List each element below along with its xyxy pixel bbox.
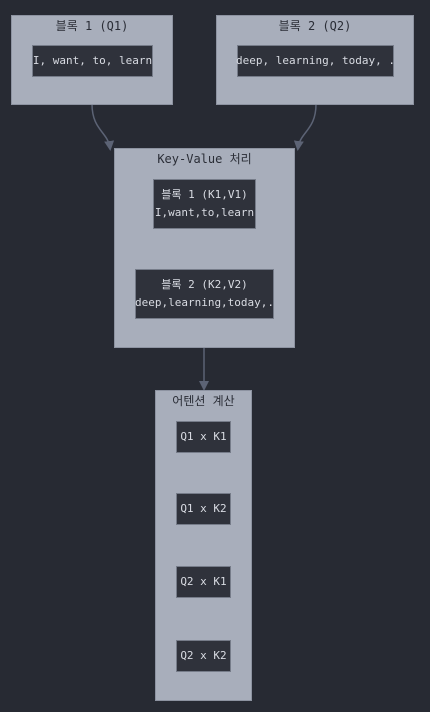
node-q1-k2: Q1 x K2: [176, 493, 231, 525]
cluster-block1-title: 블록 1 (Q1): [55, 19, 129, 33]
cluster-key-value: Key-Value 처리 블록 1 (K1,V1) I,want,to,lear…: [114, 148, 295, 348]
node-block1-text: I, want, to, learn: [32, 54, 153, 67]
node-block1-tokens: I, want, to, learn: [32, 45, 153, 77]
node-block2-tokens: deep, learning, today, .: [236, 45, 395, 77]
node-q1-k2-text: Q1 x K2: [180, 502, 227, 515]
cluster-attention: 어텐션 계산 Q1 x K1 Q1 x K2 Q2 x K1 Q2 x K2: [155, 390, 252, 701]
cluster-block1-q1: 블록 1 (Q1) I, want, to, learn: [11, 15, 173, 105]
node-kv-block1-line1: 블록 1 (K1,V1): [161, 188, 248, 201]
node-kv-block1-line2: I,want,to,learn: [154, 206, 255, 219]
node-kv-block2: 블록 2 (K2,V2) deep,learning,today,.: [135, 269, 274, 319]
node-q2-k2-text: Q2 x K2: [180, 649, 227, 662]
node-block2-text: deep, learning, today, .: [236, 54, 395, 67]
node-kv-block2-line1: 블록 2 (K2,V2): [161, 278, 248, 291]
node-q1-k1: Q1 x K1: [176, 421, 231, 453]
node-kv-block2-line2: deep,learning,today,.: [134, 296, 275, 309]
cluster-kv-title: Key-Value 처리: [157, 152, 252, 166]
node-q2-k1: Q2 x K1: [176, 566, 231, 598]
cluster-attention-title: 어텐션 계산: [172, 394, 235, 408]
node-q2-k1-text: Q2 x K1: [180, 575, 227, 588]
node-kv-block1: 블록 1 (K1,V1) I,want,to,learn: [153, 179, 256, 229]
edge-block2-to-kv: [293, 103, 317, 151]
cluster-block2-q2: 블록 2 (Q2) deep, learning, today, .: [216, 15, 414, 105]
edge-block1-to-kv: [91, 103, 115, 151]
cluster-block2-title: 블록 2 (Q2): [278, 19, 352, 33]
node-q1-k1-text: Q1 x K1: [180, 430, 227, 443]
node-q2-k2: Q2 x K2: [176, 640, 231, 672]
